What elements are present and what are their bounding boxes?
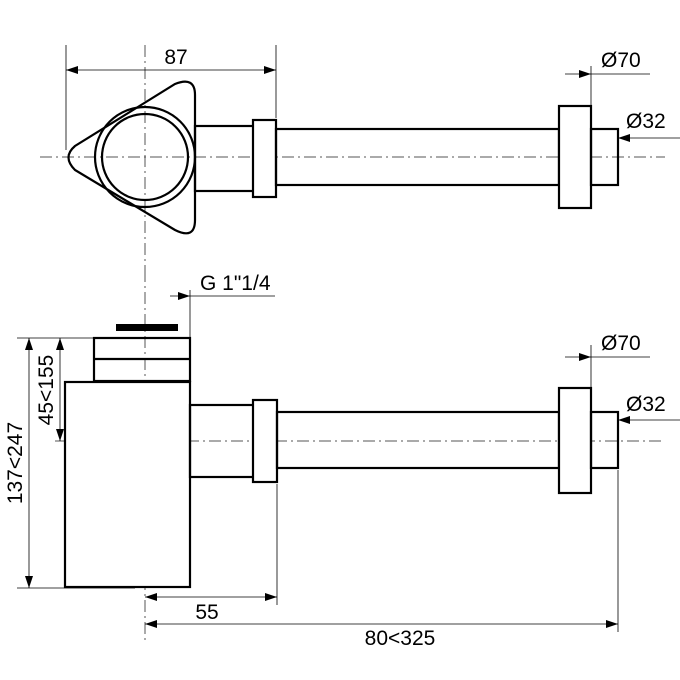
arrow-icon <box>606 620 618 628</box>
cover-inner-ring <box>100 112 190 202</box>
arrow-icon <box>56 338 64 350</box>
dim-label-87: 87 <box>164 46 187 69</box>
dim-label-d32: Ø32 <box>626 393 666 416</box>
top-view: 87 Ø70 Ø32 <box>40 45 680 272</box>
arrow-icon <box>178 292 190 300</box>
pipe-stub <box>589 410 620 470</box>
arrow-icon <box>25 576 33 588</box>
dim-label-d70: Ø70 <box>601 49 641 72</box>
arrow-icon <box>618 134 630 142</box>
arrow-icon <box>56 429 64 441</box>
dim-label-thread: G 1"1/4 <box>200 272 271 295</box>
dim-label-d32: Ø32 <box>626 110 666 133</box>
dim-label-length: 80<325 <box>365 627 436 650</box>
outlet-tube <box>188 403 256 479</box>
nut <box>251 118 278 199</box>
arrow-icon <box>264 66 276 74</box>
pipe-stub <box>589 127 620 187</box>
arrow-icon <box>265 593 277 601</box>
outlet-tube <box>193 124 256 193</box>
nut <box>251 398 279 484</box>
pipe <box>275 410 561 470</box>
dim-label-d70: Ø70 <box>601 332 641 355</box>
triangular-cover <box>67 80 197 235</box>
wall-flange <box>557 386 593 495</box>
drain-cap-plate <box>116 324 178 331</box>
side-view: G 1"1/4 Ø70 Ø32 137<247 45<155 55 80<325 <box>4 270 680 650</box>
arrow-icon <box>145 620 157 628</box>
arrow-icon <box>579 70 591 78</box>
arrow-icon <box>618 416 630 424</box>
arrow-icon <box>145 593 157 601</box>
dim-label-inlet-height: 45<155 <box>35 355 58 426</box>
dim-label-55: 55 <box>195 601 218 624</box>
dim-label-total-height: 137<247 <box>4 422 27 504</box>
wall-flange <box>557 104 593 210</box>
arrow-icon <box>66 66 78 74</box>
trap-body <box>63 380 192 589</box>
arrow-icon <box>25 338 33 350</box>
arrow-icon <box>579 353 591 361</box>
